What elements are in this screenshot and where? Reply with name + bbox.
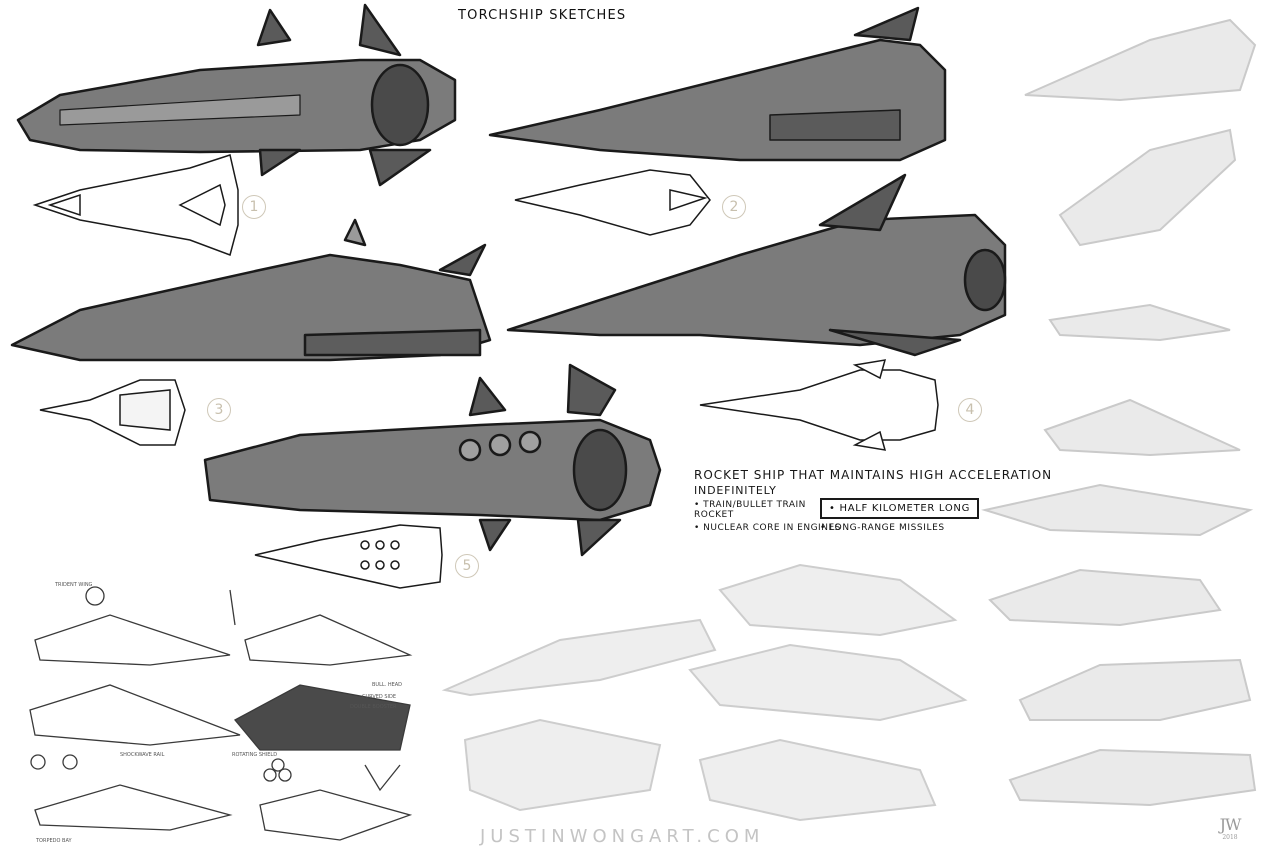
tiny-note-rotating-shield: ROTATING SHIELD bbox=[232, 752, 278, 758]
notes-line-2: INDEFINITELY bbox=[694, 484, 777, 497]
number-4-marker: 4 bbox=[958, 398, 982, 422]
tiny-note-curved-side: CURVED SIDE bbox=[362, 694, 397, 700]
tiny-note-trident: TRIDENT WING bbox=[55, 582, 93, 588]
small-ink-thumbnails-bottom-left bbox=[29, 586, 413, 841]
number-1-marker: 1 bbox=[242, 195, 266, 219]
tiny-note-shockwave-rail: SHOCKWAVE RAIL bbox=[120, 752, 165, 758]
ship-4-top-view bbox=[699, 359, 939, 451]
signature-year: 2018 bbox=[1222, 834, 1238, 841]
ship-5-side-view bbox=[203, 363, 662, 557]
ship-1-top-view bbox=[32, 154, 239, 256]
sheet-title: TORCHSHIP SKETCHES bbox=[458, 8, 627, 23]
signature-initials: JW bbox=[1219, 815, 1242, 834]
tiny-note-double-booster: DOUBLE BOOSTER bbox=[350, 704, 397, 710]
notes-missiles: • LONG-RANGE MISSILES bbox=[820, 523, 945, 533]
ship-3-top-view bbox=[39, 379, 186, 446]
artist-signature: JW 2018 bbox=[1210, 815, 1250, 841]
notes-bullet-train: • TRAIN/BULLET TRAIN ROCKET bbox=[694, 500, 806, 520]
notes-line-1: ROCKET SHIP THAT MAINTAINS HIGH ACCELERA… bbox=[694, 468, 1053, 482]
tiny-note-torpedo-bay: TORPEDO BAY bbox=[36, 838, 72, 844]
design-notes: ROCKET SHIP THAT MAINTAINS HIGH ACCELERA… bbox=[694, 468, 1053, 533]
number-3-marker: 3 bbox=[207, 398, 231, 422]
tiny-note-bull-head: BULL. HEAD bbox=[372, 682, 403, 688]
ship-5-top-view bbox=[254, 524, 443, 589]
ship-4-side-view bbox=[506, 173, 1007, 357]
notes-bullet-nuclear: • NUCLEAR CORE IN ENGINES bbox=[694, 523, 841, 533]
ship-3-side-view bbox=[10, 218, 492, 362]
ship-1-side-view bbox=[16, 3, 457, 187]
watermark-url: JUSTINWONGART.COM bbox=[480, 826, 765, 847]
ship-2-side-view bbox=[488, 6, 947, 162]
ship-2-top-view bbox=[514, 169, 711, 236]
faint-thumbnail-sketches-right bbox=[981, 18, 1257, 807]
number-2-marker: 2 bbox=[722, 195, 746, 219]
notes-boxed-half-kilometer: • HALF KILOMETER LONG bbox=[820, 498, 980, 519]
number-5-marker: 5 bbox=[455, 554, 479, 578]
faint-thumbnail-sketches-bottom bbox=[441, 563, 968, 822]
